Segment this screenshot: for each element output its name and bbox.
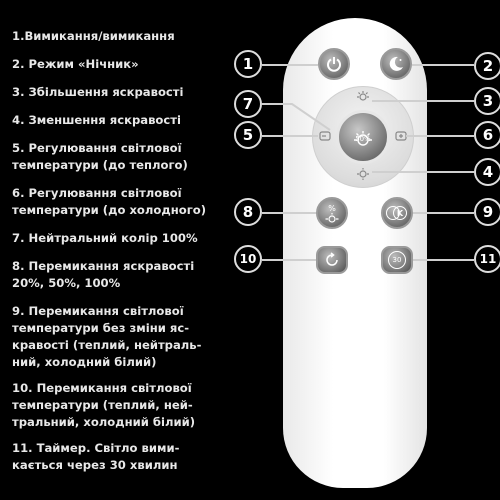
callout-line-9: [413, 212, 474, 214]
callout-line-5: [262, 135, 318, 137]
callout-line-1: [262, 64, 318, 66]
legend-item-5: 5. Регулювання світлової температури (до…: [12, 141, 188, 172]
callout-2: 2: [474, 52, 500, 80]
callout-11: 11: [474, 245, 500, 273]
legend-item-7: 7. Нейтральний колір 100%: [12, 231, 198, 245]
sun-icon: [354, 131, 372, 146]
moon-icon: [389, 56, 403, 71]
legend-item-11: 11. Таймер. Світло вими- кається через 3…: [12, 441, 180, 472]
callout-1: 1: [234, 50, 262, 78]
callout-9: 9: [474, 198, 500, 226]
callout-line-4: [372, 171, 474, 173]
timer-icon: 30: [388, 251, 406, 269]
legend-item-1: 1.Вимикання/вимикання: [12, 29, 175, 43]
callout-10: 10: [234, 245, 262, 273]
brightness-down-button[interactable]: [355, 168, 371, 183]
brightness-step-content: %: [324, 204, 340, 223]
callout-4: 4: [474, 158, 500, 186]
percent-label: %: [328, 203, 336, 213]
legend-item-4: 4. Зменшення яскравості: [12, 113, 181, 127]
power-button[interactable]: [318, 48, 350, 80]
legend-item-10: 10. Перемикання світлової температури (т…: [12, 381, 196, 429]
color-temp-switch-button[interactable]: K: [381, 197, 413, 229]
warm-temp-icon: [319, 131, 331, 141]
callout-line-2: [412, 64, 474, 66]
callout-8: 8: [234, 198, 262, 226]
neutral-color-button[interactable]: 50%: [336, 110, 390, 164]
callout-6: 6: [474, 121, 500, 149]
brightness-up-button[interactable]: [355, 90, 371, 105]
legend-item-6: 6. Регулювання світлової температури (до…: [12, 186, 207, 217]
callout-line-10: [262, 259, 316, 261]
k-label: K: [393, 206, 407, 220]
callout-line-8: [262, 212, 316, 214]
sun-down-icon: [357, 168, 369, 180]
callout-line-6: [406, 135, 474, 137]
warm-temp-button[interactable]: [318, 131, 332, 144]
legend-item-8: 8. Перемикання яскравості 20%, 50%, 100%: [12, 259, 195, 290]
callout-line-3: [372, 100, 474, 102]
brightness-step-button[interactable]: %: [316, 197, 348, 229]
center-content: 50%: [352, 131, 374, 146]
center-label: 50%: [355, 135, 371, 143]
sun-small-icon: [325, 212, 339, 223]
legend-item-2: 2. Режим «Нічник»: [12, 57, 139, 71]
cold-temp-button[interactable]: [394, 131, 408, 144]
night-mode-button[interactable]: [380, 48, 412, 80]
timer-button[interactable]: 30: [381, 246, 413, 274]
cycle-temp-button[interactable]: [316, 246, 348, 274]
callout-7: 7: [234, 90, 262, 118]
callout-3: 3: [474, 87, 500, 115]
power-icon: [327, 57, 341, 72]
sun-up-icon: [357, 91, 369, 101]
ck-icon: K: [386, 206, 408, 220]
refresh-icon: [326, 252, 338, 266]
callout-line-11: [413, 259, 474, 261]
callout-line-7: [262, 103, 331, 131]
callout-5: 5: [234, 121, 262, 149]
legend-item-3: 3. Збільшення яскравості: [12, 85, 184, 99]
legend-item-9: 9. Перемикання світлової температури без…: [12, 304, 202, 369]
